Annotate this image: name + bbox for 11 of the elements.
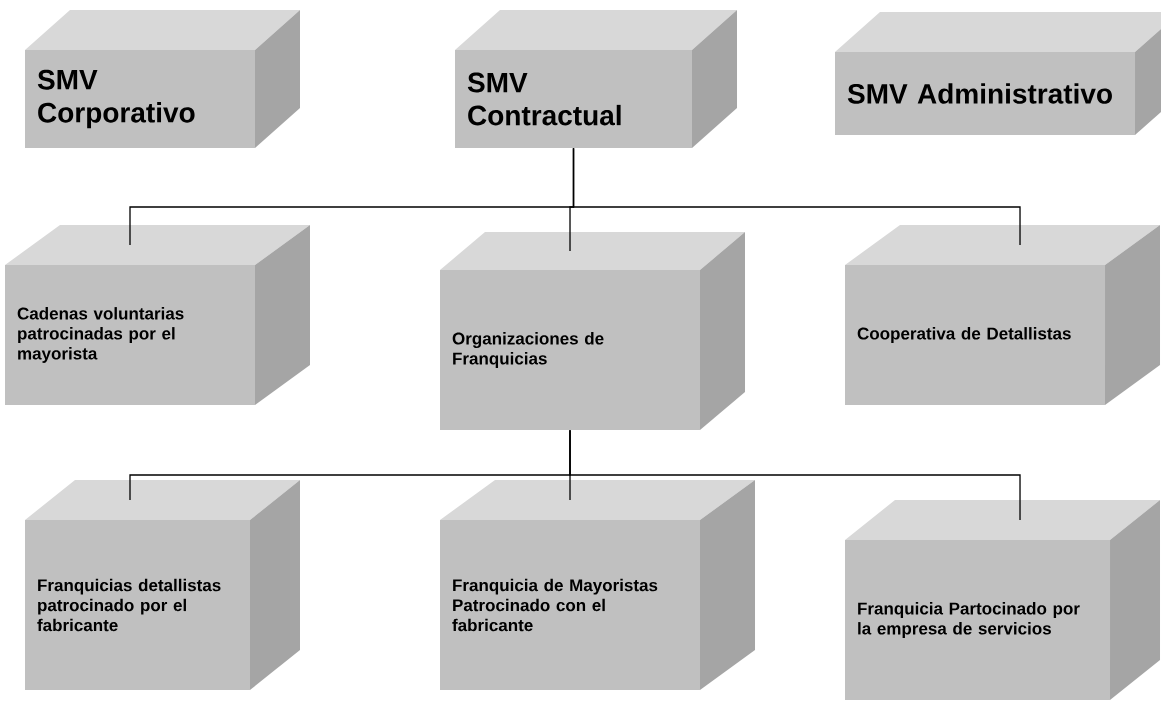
cube-box: Franquicia de Mayoristas Patrocinado con el fabricante: [440, 480, 755, 690]
connector-line: [572, 147, 1021, 246]
cube-box: Franquicia Partocinado por la empresa de servicios: [845, 500, 1160, 700]
cube-box: Cadenas voluntarias patrocinadas por el mayorista: [5, 225, 310, 405]
cube-box: Cooperativa de Detallistas: [845, 225, 1160, 405]
cube-box: Organizaciones de Franquicias: [440, 232, 745, 430]
cube-box: SMV Administrativo: [835, 12, 1161, 135]
cube-box: Franquicias detallistas patrocinado por el fabricante: [25, 480, 300, 690]
cube-box: SMV Contractual: [455, 10, 737, 148]
connector-line: [569, 429, 1021, 521]
cube-box: SMV Corporativo: [25, 10, 300, 148]
